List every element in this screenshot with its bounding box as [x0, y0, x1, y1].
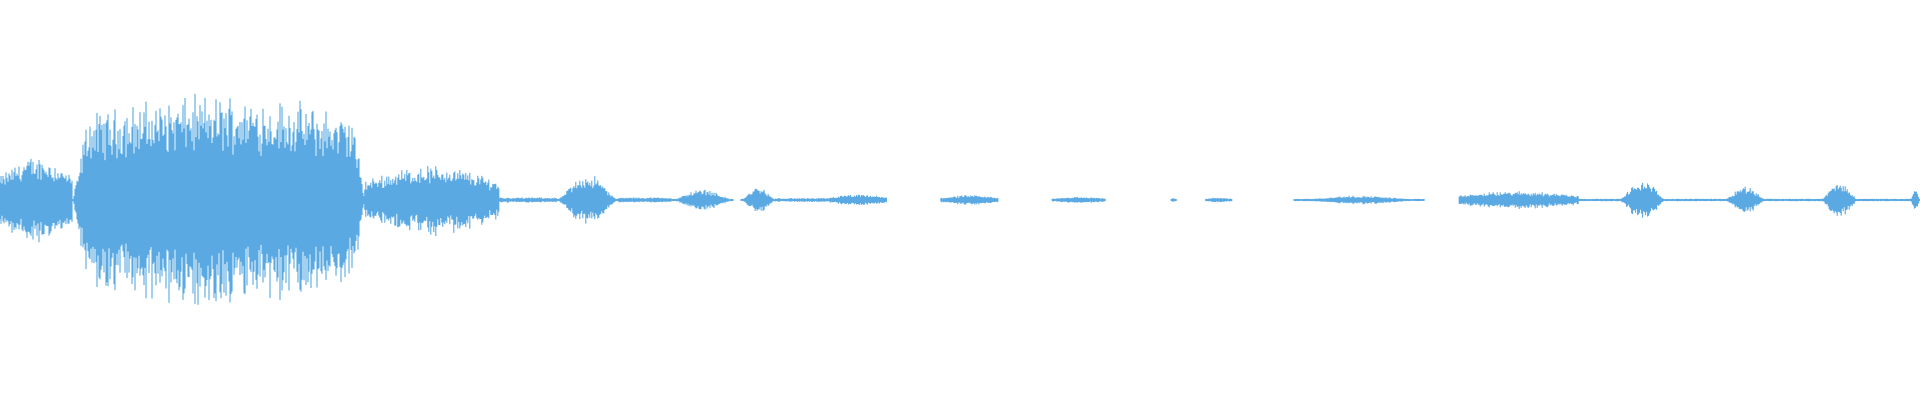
waveform-segment [364, 166, 500, 236]
waveform-bars [556, 176, 619, 224]
waveform-segment [1765, 198, 1820, 202]
waveform-bars [1293, 195, 1425, 205]
waveform-bars [775, 198, 830, 202]
waveform-segment [1858, 198, 1911, 202]
waveform-bars [1765, 198, 1820, 202]
waveform-segment [498, 197, 557, 203]
waveform-bars [1909, 191, 1920, 209]
waveform-segment [940, 195, 999, 205]
waveform-bars [1577, 198, 1619, 202]
waveform-segment [1618, 182, 1667, 218]
waveform-segment [1723, 186, 1767, 212]
waveform-segment [740, 188, 776, 211]
waveform-segment [617, 197, 672, 203]
waveform-segment [72, 93, 365, 305]
waveform-segment [1577, 198, 1619, 202]
waveform-segment [1051, 196, 1106, 203]
waveform-bars [72, 93, 365, 305]
waveform-segment [1819, 185, 1859, 216]
waveform-segment [1170, 198, 1177, 202]
waveform-bars [1858, 198, 1911, 202]
waveform-bars [1666, 198, 1725, 202]
waveform-bars [671, 189, 734, 210]
waveform-bars [740, 188, 776, 211]
waveform-bars [617, 197, 672, 203]
waveform-bars [1819, 185, 1859, 216]
waveform-bars [1170, 198, 1177, 202]
waveform-bars [828, 194, 887, 205]
waveform-bars [1723, 186, 1767, 212]
waveform-bars [1205, 197, 1233, 203]
waveform-segment [828, 194, 887, 205]
waveform-bars [1618, 182, 1667, 218]
waveform-segment [1458, 191, 1579, 209]
waveform-bars [0, 158, 73, 243]
waveform-bars [940, 195, 999, 205]
waveform-segment [775, 198, 830, 202]
waveform-segment [1909, 191, 1920, 209]
waveform-bars [498, 197, 557, 203]
waveform-segment [0, 158, 73, 243]
waveform-bars [1458, 191, 1579, 209]
waveform-segment [671, 189, 734, 210]
waveform-segment [556, 176, 619, 224]
waveform-bars [1051, 196, 1106, 203]
waveform-bars [364, 166, 500, 236]
waveform-segment [1205, 197, 1233, 203]
waveform-segment [1293, 195, 1425, 205]
waveform-segment [1666, 198, 1725, 202]
